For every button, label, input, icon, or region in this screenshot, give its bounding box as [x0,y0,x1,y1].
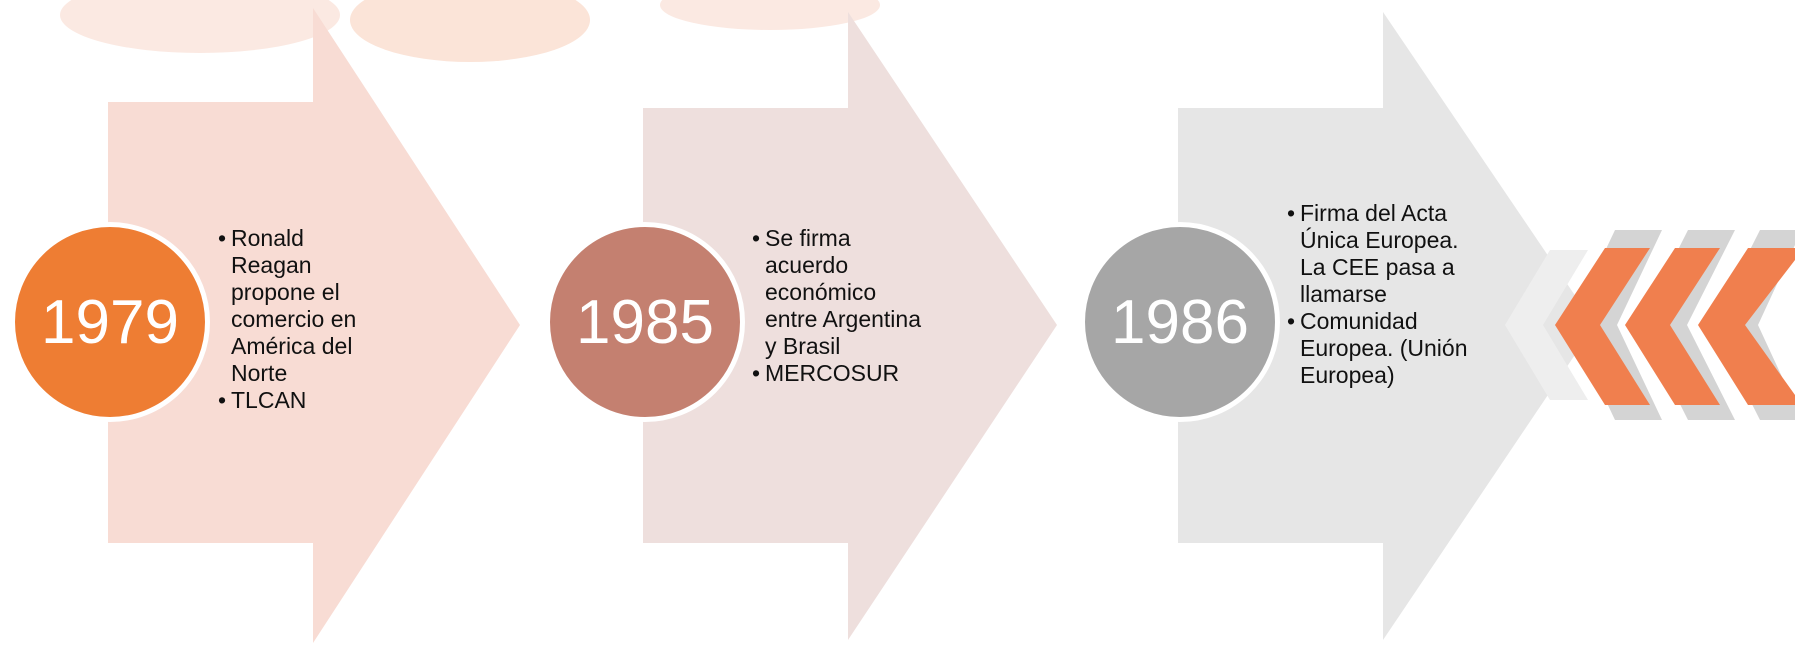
chevron-shape [1698,248,1795,405]
decorative-blotch [350,0,590,62]
year-circle-1985: 1985 [545,222,745,422]
bullet-list-1986: Firma del Acta Única Europea. La CEE pas… [1287,200,1472,389]
year-label: 1986 [1111,287,1249,357]
year-circle-1979: 1979 [10,222,210,422]
year-label: 1985 [576,287,714,357]
chevron-decoration [1505,230,1795,420]
decorative-blotch [60,0,340,53]
bullet-item: TLCAN [218,387,388,414]
decorative-blotch [660,0,880,30]
bullet-item: Ronald Reagan propone el comercio en Amé… [218,225,388,387]
chevron-shape [1555,248,1650,405]
chevron-shape [1625,248,1720,405]
bullet-list-1985: Se firma acuerdo económico entre Argenti… [752,225,922,387]
bullet-item: MERCOSUR [752,360,922,387]
chevron-shape [1505,250,1588,400]
bullet-item: Firma del Acta Única Europea. La CEE pas… [1287,200,1472,308]
bullet-item: Se firma acuerdo económico entre Argenti… [752,225,922,360]
year-label: 1979 [41,287,179,357]
bullet-list-1979: Ronald Reagan propone el comercio en Amé… [218,225,388,414]
year-circle-1986: 1986 [1080,222,1280,422]
bullet-item: Comunidad Europea. (Unión Europea) [1287,308,1472,389]
